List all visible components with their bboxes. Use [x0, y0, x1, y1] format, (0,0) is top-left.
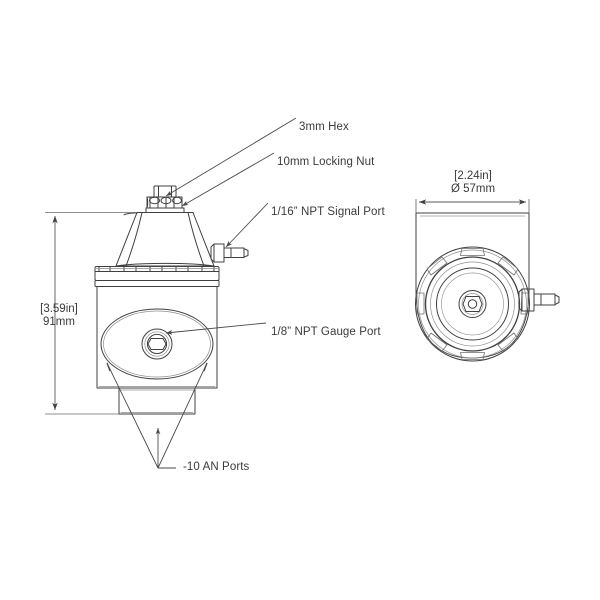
- diameter-dimension-text: [2.24in] Ø 57mm: [428, 170, 518, 196]
- signal-port-fitting: [210, 243, 249, 263]
- height-dimension-lines: [45, 212, 137, 415]
- locking-nut-10mm: [145, 196, 185, 213]
- callout-label-signal-port: 1/16” NPT Signal Port: [271, 206, 385, 218]
- height-dimension-imperial: [3.59in]: [40, 303, 78, 315]
- callout-label-locking-nut: 10mm Locking Nut: [277, 156, 375, 168]
- callout-leader-lines: [165, 117, 297, 335]
- scalloped-ring: [415, 246, 530, 362]
- body-oval-face: [100, 308, 214, 380]
- housing-outline: [415, 212, 530, 359]
- callout-label-hex: 3mm Hex: [299, 121, 349, 133]
- height-dimension-metric: 91mm: [43, 316, 75, 328]
- concentric-circles: [424, 256, 521, 352]
- height-dimension-text: [3.59in] 91mm: [28, 303, 90, 329]
- tapered-cap-body: [115, 211, 215, 267]
- diameter-dimension-imperial: [2.24in]: [454, 170, 492, 182]
- top-view-group: [415, 212, 560, 362]
- diameter-dimension-lines: [415, 199, 530, 213]
- an-ports-leader-lines: [106, 362, 208, 469]
- front-view-group: [94, 185, 249, 415]
- top-view-side-port: [518, 288, 560, 312]
- center-hex-nut: [458, 290, 487, 318]
- flange-ring: [94, 266, 220, 287]
- base-block: [118, 387, 196, 415]
- diameter-dimension-metric: Ø 57mm: [450, 183, 496, 195]
- main-body-cylinder: [96, 286, 218, 389]
- callout-label-gauge-port: 1/8” NPT Gauge Port: [271, 326, 381, 338]
- callout-label-an-ports: -10 AN Ports: [183, 461, 250, 473]
- gauge-port-circles: [141, 328, 173, 360]
